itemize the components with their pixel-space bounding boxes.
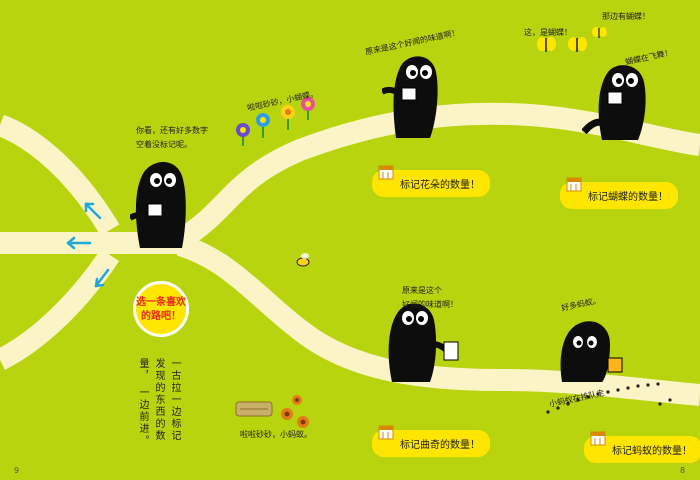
calendar-icon: [590, 431, 606, 446]
intro-speech: 你看，还有好多数字 空着没标记呢。: [136, 124, 208, 152]
creature-bottom-right: [560, 321, 623, 382]
task-ants-label: 标记蚂蚁的数量！: [612, 446, 692, 457]
creature-top: [382, 56, 438, 138]
creature-center: [130, 161, 186, 248]
butterfly-speech-1: 这，是蝴蝶！: [524, 28, 572, 37]
sunflower-icon: [297, 416, 309, 428]
bee-icon: [296, 253, 310, 267]
page-number-left: 9: [14, 466, 20, 475]
mid-speech-line-2: 好闻的味道啊！: [402, 300, 458, 309]
task-bugs-label: 标记曲奇的数量！: [400, 440, 480, 451]
task-butterflies[interactable]: 标记蝴蝶的数量！: [560, 177, 678, 209]
instruction-vertical-text: 一古拉一边标记 发现的东西的数量， 一边前进。: [134, 358, 182, 458]
road-left-lower[interactable]: [0, 248, 120, 370]
choose-bubble-line-1: 选一条喜欢: [136, 297, 186, 308]
mid-speech-line-1: 原来是这个: [402, 286, 442, 295]
creature-bottom: [388, 303, 459, 382]
butterfly-icon: [592, 27, 607, 38]
sunflower-icon: [281, 408, 293, 420]
flower-icon: [301, 97, 315, 120]
choose-bubble-line-2: 的路吧！: [141, 311, 181, 322]
arrow-up-left-icon[interactable]: [84, 202, 102, 220]
arrow-left-icon[interactable]: [66, 236, 92, 250]
log-icon: [235, 401, 273, 417]
instruction-line-3: 一边前进。: [137, 387, 148, 448]
mid-speech: 原来是这个 好闻的味道啊！: [402, 284, 458, 312]
intro-speech-line-1: 你看，还有好多数字: [136, 126, 208, 135]
butterfly-icon: [537, 37, 556, 52]
sunflower-icon: [292, 395, 302, 405]
ant-bottom-speech: 啦啦砂砂，小蚂蚁。: [240, 430, 312, 439]
calendar-icon: [378, 165, 394, 180]
butterfly-icon: [568, 37, 587, 52]
task-ants[interactable]: 标记蚂蚁的数量！: [584, 431, 700, 463]
butterfly-speech-2: 那边有蝴蝶！: [602, 12, 650, 21]
calendar-icon: [566, 177, 582, 192]
task-bugs[interactable]: 标记曲奇的数量！: [372, 425, 490, 457]
instruction-line-2: 发现的东西的数量，: [137, 358, 164, 442]
ant-trail: [546, 382, 672, 414]
task-butterflies-label: 标记蝴蝶的数量！: [588, 192, 668, 203]
page-number-right: 8: [680, 466, 686, 475]
flower-icon: [256, 113, 270, 138]
road-left-upper[interactable]: [0, 114, 120, 236]
choose-road-bubble: 选一条喜欢 的路吧！: [133, 281, 189, 337]
creature-top-right: [582, 65, 646, 140]
instruction-line-1: 一古拉一边标记: [169, 358, 180, 442]
intro-speech-line-2: 空着没标记呢。: [136, 140, 192, 149]
arrow-down-left-icon[interactable]: [94, 268, 110, 288]
task-flowers[interactable]: 标记花朵的数量！: [372, 165, 490, 197]
flower-icon: [236, 123, 250, 146]
flower-icon: [281, 105, 295, 130]
calendar-icon: [378, 425, 394, 440]
task-flowers-label: 标记花朵的数量！: [400, 180, 480, 191]
